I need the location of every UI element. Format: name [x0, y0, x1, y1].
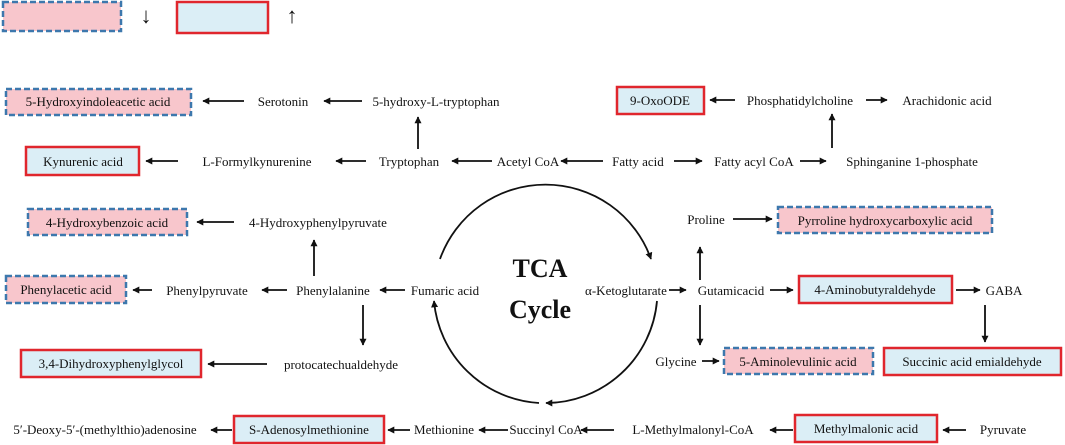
label-dhpg: 3,4-Dihydroxyphenylglycol	[39, 356, 184, 371]
box-sam	[232, 414, 386, 445]
tca-label-line2: Cycle	[509, 295, 571, 324]
label-acetylcoa: Acetyl CoA	[497, 154, 560, 169]
label-pyruvate: Pyruvate	[980, 422, 1026, 437]
label-protocatechu: protocatechualdehyde	[284, 357, 398, 372]
label-formylkyn: L-Formylkynurenine	[202, 154, 311, 169]
label-sam: S-Adenosylmethionine	[249, 422, 369, 437]
box-phenylacetic	[4, 274, 128, 305]
label-fumaric: Fumaric acid	[411, 283, 480, 298]
label-phenylalanine: Phenylalanine	[296, 283, 370, 298]
label-ala: 5-Aminolevulinic acid	[739, 354, 857, 369]
tca-label-line1: TCA	[513, 254, 568, 283]
legend-increase-swatch	[175, 0, 270, 35]
box-succinic-semi	[882, 346, 1063, 377]
label-arachidonic: Arachidonic acid	[902, 93, 992, 108]
label-fattyacid: Fatty acid	[612, 154, 664, 169]
label-oxoode: 9-OxoODE	[630, 93, 690, 108]
label-tryptophan: Tryptophan	[379, 154, 440, 169]
arrows	[132, 96, 989, 434]
label-htp: 5-hydroxy-L-tryptophan	[372, 94, 500, 109]
box-aminobutyraldehyde	[797, 274, 954, 305]
label-gutamic: Gutamicacid	[698, 283, 765, 298]
label-methylmalonic: Methylmalonic acid	[814, 421, 919, 436]
label-methionine: Methionine	[414, 422, 474, 437]
label-glycine: Glycine	[655, 354, 696, 369]
label-pyrroline: Pyrroline hydroxycarboxylic acid	[798, 213, 973, 228]
label-gaba: GABA	[986, 283, 1023, 298]
box-hiaa	[4, 87, 193, 117]
label-kynurenic: Kynurenic acid	[43, 154, 123, 169]
label-succinylcoa: Succinyl CoA	[509, 422, 583, 437]
label-hydroxybenzoic: 4-Hydroxybenzoic acid	[46, 215, 169, 230]
label-succinic-semi: Succinic acid emialdehyde	[902, 354, 1042, 369]
label-hiaa: 5-Hydroxyindoleacetic acid	[26, 94, 171, 109]
label-pc: Phosphatidylcholine	[747, 93, 853, 108]
box-dhpg	[19, 348, 203, 379]
label-hppyruvate: 4-Hydroxyphenylpyruvate	[249, 215, 387, 230]
box-kynurenic	[24, 145, 141, 177]
box-hydroxybenzoic	[26, 207, 189, 237]
box-methylmalonic	[793, 413, 939, 444]
tca-arc-left	[431, 300, 540, 404]
label-serotonin: Serotonin	[258, 94, 309, 109]
label-proline: Proline	[687, 212, 725, 227]
legend-decrease-swatch	[1, 0, 123, 33]
label-phenylacetic: Phenylacetic acid	[20, 282, 112, 297]
box-pyrroline	[776, 205, 994, 235]
label-aminobutyraldehyde: 4-Aminobutyraldehyde	[814, 282, 936, 297]
label-fattyacylcoa: Fatty acyl CoA	[714, 154, 794, 169]
tca-arc-right	[545, 300, 658, 407]
label-phenylpyruvate: Phenylpyruvate	[166, 283, 248, 298]
label-methylmalonylcoa: L-Methylmalonyl-CoA	[632, 422, 754, 437]
tca-arc-top	[439, 183, 653, 260]
label-ketoglutarate: α-Ketoglutarate	[585, 283, 667, 298]
legend-decrease-arrow: ↓	[141, 3, 152, 28]
legend-increase-arrow: ↑	[287, 3, 298, 28]
box-ala	[722, 346, 875, 376]
box-oxoode	[615, 85, 706, 116]
label-mta: 5′-Deoxy-5′-(methylthio)adenosine	[13, 422, 197, 437]
label-sphinganine: Sphinganine 1-phosphate	[846, 154, 978, 169]
